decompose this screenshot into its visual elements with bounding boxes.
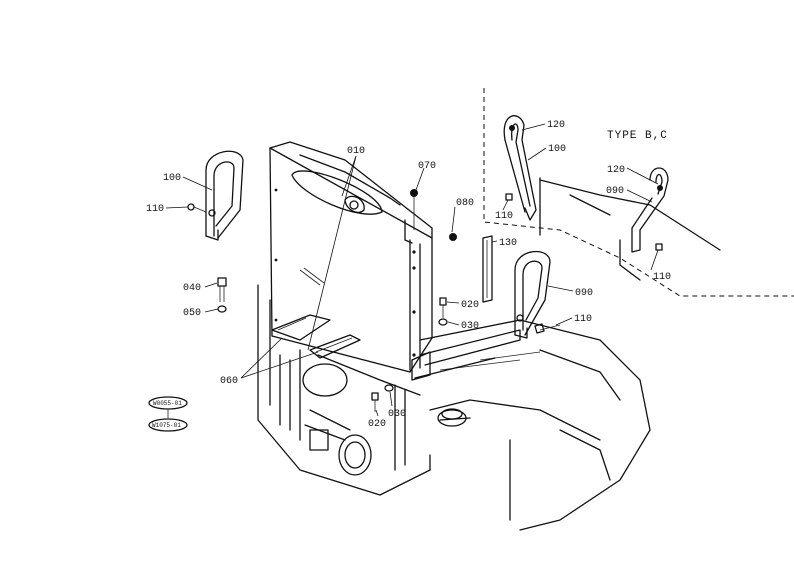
label-090-right: 090 — [606, 186, 624, 197]
label-110-left: 110 — [146, 204, 164, 215]
label-130: 130 — [499, 238, 517, 249]
handle-100-left — [205, 150, 244, 241]
handle-090-inset — [631, 167, 669, 253]
handle-090-mid — [514, 250, 551, 339]
label-010: 010 — [347, 146, 365, 157]
side-bracket — [411, 329, 521, 381]
stamp-top: W0055-01 — [153, 400, 182, 407]
type-bc-boundary — [483, 88, 794, 297]
handle-100-inset — [503, 115, 537, 221]
reference-stamps: W0055-01 W1075-01 — [148, 396, 188, 432]
stamp-bottom: W1075-01 — [152, 422, 181, 429]
label-110-right-a: 110 — [495, 211, 513, 222]
label-060: 060 — [220, 376, 238, 387]
bracket-060 — [271, 267, 361, 359]
part-labels: 010 070 080 100 110 040 050 060 130 020 … — [146, 120, 671, 430]
label-080: 080 — [456, 198, 474, 209]
label-020-a: 020 — [461, 300, 479, 311]
label-040: 040 — [183, 283, 201, 294]
label-110-right-b: 110 — [653, 272, 671, 283]
label-070: 070 — [418, 161, 436, 172]
label-030-b: 030 — [388, 409, 406, 420]
label-050: 050 — [183, 308, 201, 319]
label-120-b: 120 — [607, 165, 625, 176]
label-100-right: 100 — [548, 144, 566, 155]
label-090: 090 — [575, 288, 593, 299]
fasteners — [187, 189, 663, 412]
type-bc-label: TYPE B,C — [607, 130, 668, 142]
label-020-b: 020 — [368, 419, 386, 430]
label-120-a: 120 — [547, 120, 565, 131]
label-110-mid: 110 — [574, 314, 592, 325]
label-100-left: 100 — [163, 173, 181, 184]
label-030-a: 030 — [461, 321, 479, 332]
tractor-body — [257, 177, 721, 531]
strip-130 — [482, 235, 493, 303]
leader-lines — [165, 123, 659, 417]
